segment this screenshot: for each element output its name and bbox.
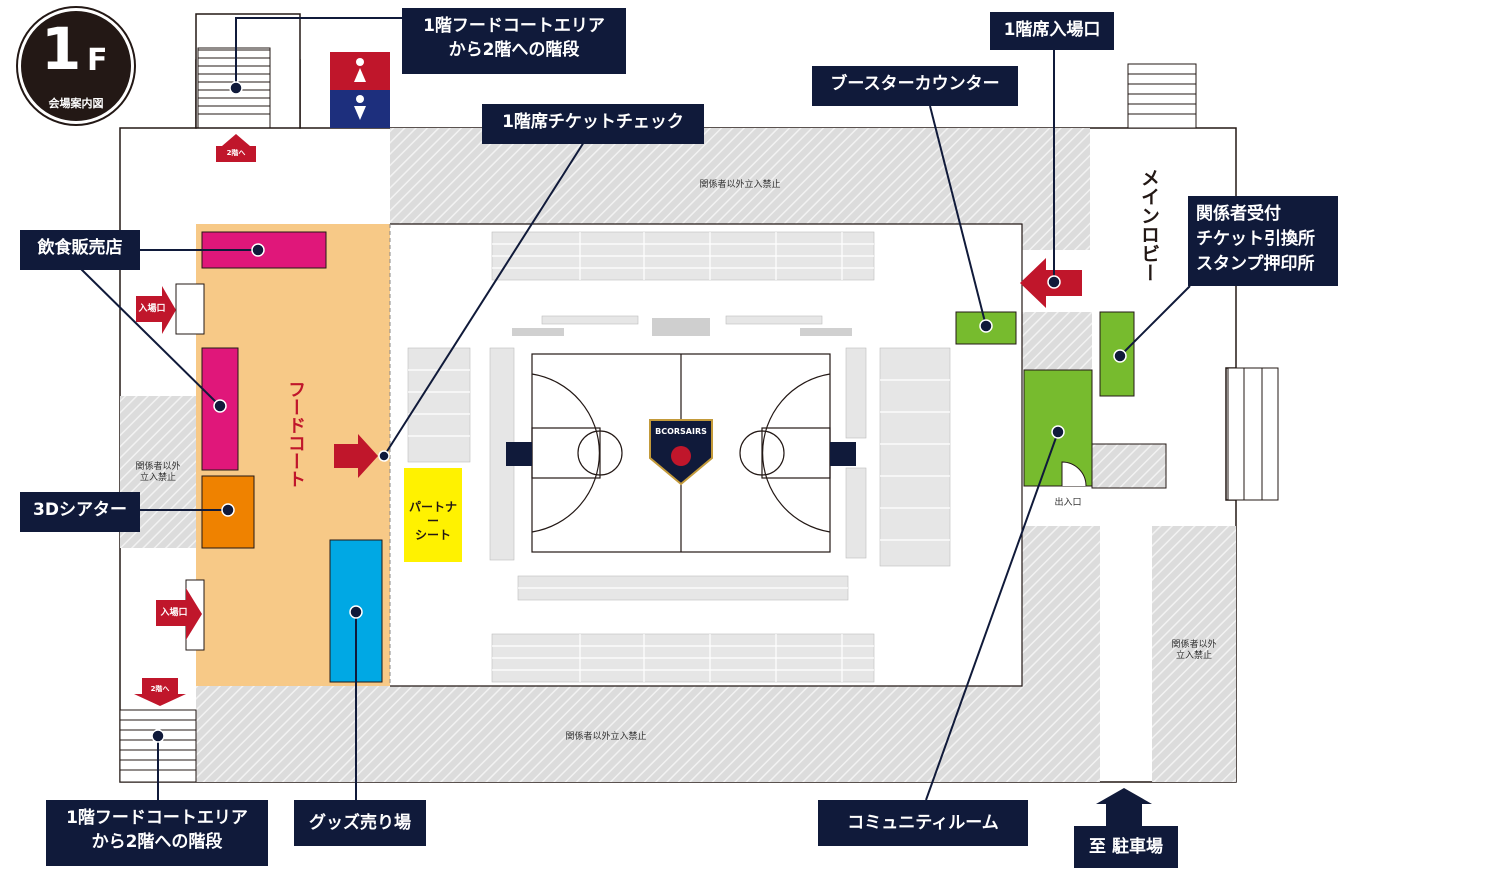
restricted-area-bottom — [196, 686, 1022, 782]
label-to-2f-top: 2階へ — [226, 149, 246, 157]
community-room-door — [1061, 461, 1087, 487]
label-restricted-right: 関係者以外 立入禁止 — [1171, 640, 1217, 661]
arena-wall — [390, 223, 1023, 687]
callout-community-room: コミュニティルーム — [818, 800, 1028, 846]
callout-3d-theater: 3Dシアター — [20, 492, 140, 532]
label-entrance-upper: 入場口 — [138, 304, 166, 314]
parking-arrow-icon — [1096, 788, 1152, 826]
label-exit-entrance: 出入口 — [1054, 498, 1082, 508]
stairwell-top — [195, 13, 301, 129]
restricted-area-top — [390, 128, 1090, 224]
floor-badge: 1 F 会場案内図 — [18, 8, 134, 124]
floor-letter: F — [87, 43, 108, 78]
callout-food-court-stairs-top: 1階フードコートエリア から2階への階段 — [402, 8, 626, 74]
label-team-logo: BCORSAIRS — [655, 427, 707, 436]
stairs-right-top — [1127, 63, 1197, 129]
floor-number: 1 — [41, 15, 82, 83]
callout-reception: 関係者受付 チケット引換所 スタンプ押印所 — [1188, 196, 1338, 286]
callout-parking: 至 駐車場 — [1074, 826, 1178, 868]
label-main-lobby: メインロビー — [1138, 168, 1160, 282]
label-restricted-top: 関係者以外立入禁止 — [699, 180, 781, 190]
restricted-area-right — [1152, 526, 1236, 782]
callout-leaders — [79, 17, 1191, 801]
team-logo-icon — [649, 419, 713, 486]
label-partner-seat: パートナー シート — [408, 500, 457, 542]
right-doors — [1227, 367, 1279, 501]
label-restricted-left: 関係者以外 立入禁止 — [135, 462, 181, 483]
label-food-court: フードコート — [285, 380, 306, 488]
label-to-2f-bottom: 2階へ — [150, 685, 170, 693]
floor-badge-subtitle: 会場案内図 — [48, 97, 104, 110]
callout-entrance-1f-seats: 1階席入場口 — [990, 12, 1114, 50]
left-door-upper — [175, 283, 205, 335]
callout-goods: グッズ売り場 — [294, 800, 426, 846]
callout-food-shop: 飲食販売店 — [20, 230, 140, 270]
label-entrance-lower: 入場口 — [160, 608, 188, 618]
callout-food-court-stairs-bottom: 1階フードコートエリア から2階への階段 — [46, 800, 268, 866]
restricted-area-mid — [1022, 312, 1092, 370]
callout-booster-counter: ブースターカウンター — [812, 66, 1018, 106]
label-restricted-bottom: 関係者以外立入禁止 — [565, 732, 647, 742]
restricted-area-top-notch — [1022, 224, 1090, 250]
restricted-area-small — [1091, 443, 1167, 489]
partner-seat-area — [404, 468, 462, 562]
callout-ticket-check: 1階席チケットチェック — [482, 104, 704, 144]
restricted-area-bottom-right — [1022, 526, 1100, 782]
